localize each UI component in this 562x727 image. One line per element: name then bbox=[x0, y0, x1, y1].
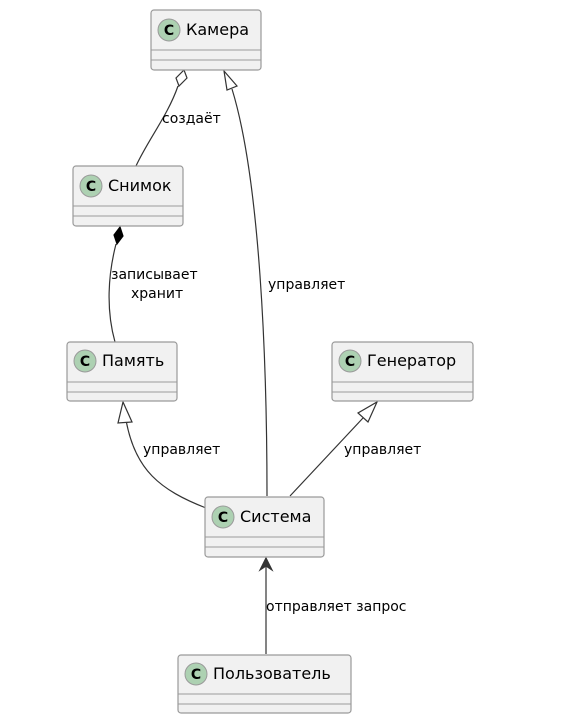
edges bbox=[108, 68, 379, 654]
class-stereotype-letter: C bbox=[345, 354, 355, 370]
class-stereotype-letter: C bbox=[191, 667, 201, 683]
class-stereotype-icon bbox=[73, 349, 97, 373]
class-system[interactable]: C Система bbox=[204, 496, 325, 558]
class-name: Камера bbox=[186, 20, 249, 39]
label-system-camera: управляет bbox=[268, 277, 345, 293]
class-stereotype-letter: C bbox=[164, 23, 174, 39]
inheritance-arrow-camera bbox=[223, 69, 239, 91]
composition-diamond bbox=[113, 225, 124, 246]
class-generator[interactable]: C Генератор bbox=[331, 341, 474, 402]
class-stereotype-icon bbox=[211, 505, 235, 529]
label-system-memory: управляет bbox=[143, 442, 220, 458]
class-stereotype-icon bbox=[79, 174, 103, 198]
class-stereotype-icon bbox=[184, 662, 208, 686]
aggregation-diamond bbox=[175, 68, 188, 88]
class-stereotype-letter: C bbox=[86, 179, 96, 195]
class-name: Система bbox=[240, 507, 311, 526]
edge-system-camera bbox=[231, 88, 268, 497]
edge-system-generator bbox=[289, 417, 364, 497]
inheritance-arrow-memory bbox=[117, 400, 133, 424]
class-stereotype-letter: C bbox=[218, 510, 228, 526]
class-name: Пользователь bbox=[213, 664, 331, 683]
label-snapshot-memory-line1: записывает bbox=[111, 267, 198, 283]
label-user-system: отправляет запрос bbox=[266, 599, 407, 615]
class-camera[interactable]: C Камера bbox=[150, 9, 262, 71]
edge-camera-snapshot bbox=[135, 85, 179, 167]
class-snapshot[interactable]: C Снимок bbox=[72, 165, 184, 227]
class-name: Генератор bbox=[367, 351, 456, 370]
class-stereotype-icon bbox=[338, 349, 362, 373]
class-memory[interactable]: C Память bbox=[66, 341, 178, 402]
edge-system-memory bbox=[125, 419, 207, 509]
label-system-generator: управляет bbox=[344, 442, 421, 458]
class-user[interactable]: C Пользователь bbox=[177, 654, 352, 714]
class-stereotype-letter: C bbox=[80, 354, 90, 370]
edge-snapshot-memory bbox=[108, 243, 117, 343]
association-arrowhead bbox=[258, 556, 274, 572]
class-stereotype-icon bbox=[157, 18, 181, 42]
class-name: Снимок bbox=[108, 176, 172, 195]
inheritance-arrow-generator bbox=[356, 400, 379, 423]
class-name: Память bbox=[102, 351, 164, 370]
label-snapshot-memory-line2: хранит bbox=[131, 286, 183, 302]
label-camera-snapshot: создаёт bbox=[162, 111, 221, 127]
